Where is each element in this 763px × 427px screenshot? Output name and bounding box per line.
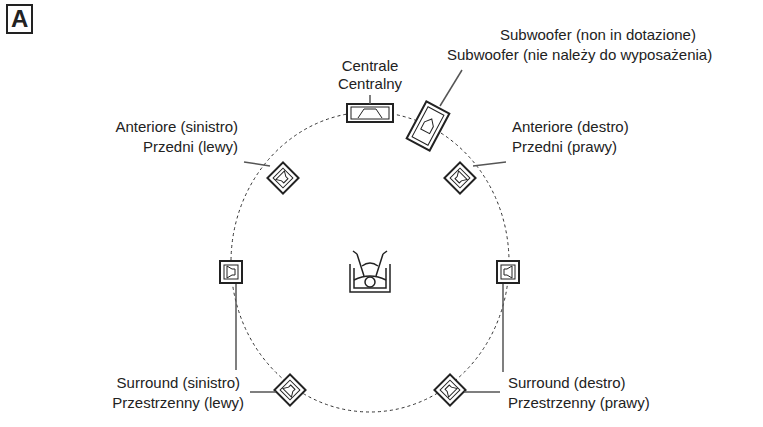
speaker-label: Subwoofer (non in dotazione) <box>500 26 696 44</box>
listening-circle <box>231 112 509 412</box>
speaker-label: Przestrzenny (lewy) <box>112 394 244 412</box>
speaker-label: Surround (destro) <box>508 374 626 392</box>
speaker-label: Przedni (lewy) <box>143 138 238 156</box>
subwoofer <box>407 101 450 150</box>
speaker-label: Przestrzenny (prawy) <box>508 394 650 412</box>
speaker-label: Anteriore (sinistro) <box>115 118 238 136</box>
surround-back-left-speaker <box>274 374 305 405</box>
front-right-speaker <box>444 162 475 193</box>
listener-icon <box>350 251 390 292</box>
center-speaker <box>347 104 393 122</box>
speaker-label: Przedni (prawy) <box>512 138 617 156</box>
speaker-label: Anteriore (destro) <box>512 118 629 136</box>
leader-lines <box>236 70 506 392</box>
front-left-speaker <box>267 162 298 193</box>
speaker-label: Centrale <box>342 57 399 75</box>
figure-letter: A <box>6 4 33 34</box>
surround-left-speaker <box>220 261 242 283</box>
speaker-label: Surround (sinistro) <box>117 374 240 392</box>
surround-back-right-speaker <box>434 374 465 405</box>
speaker-label: Subwoofer (nie należy do wyposażenia) <box>447 46 712 64</box>
surround-right-speaker <box>497 261 519 283</box>
speaker-label: Centralny <box>338 75 402 93</box>
